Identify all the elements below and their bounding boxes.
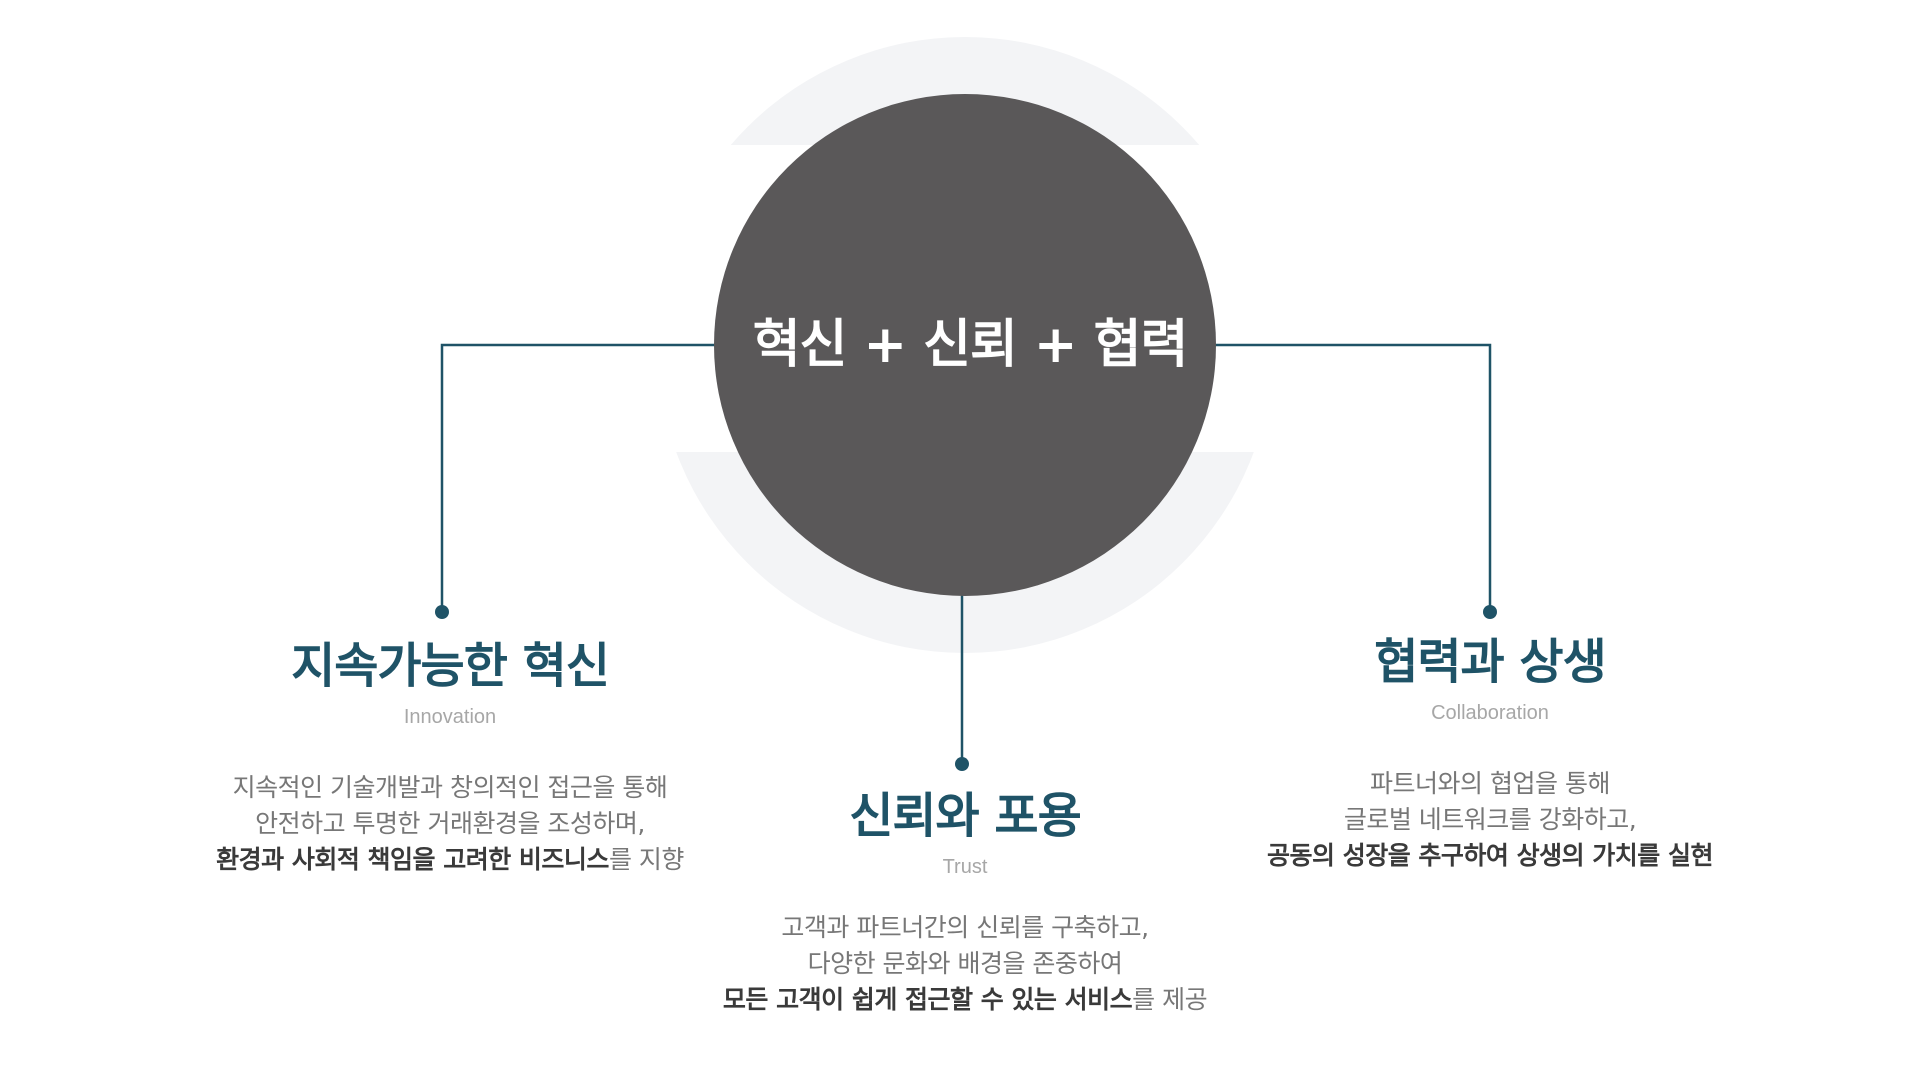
innovation-block: 지속가능한 혁신 Innovation 지속적인 기술개발과 창의적인 접근을 … xyxy=(130,636,770,878)
trust-desc-line-2: 다양한 문화와 배경을 존중하여 xyxy=(807,949,1123,978)
innovation-desc-line-3: 환경과 사회적 책임을 고려한 비즈니스를 지향 xyxy=(130,842,770,878)
trust-desc-line-3: 모든 고객이 쉽게 접근할 수 있는 서비스를 제공 xyxy=(665,982,1265,1018)
dot-innovation xyxy=(435,605,449,619)
trust-desc-tail: 를 제공 xyxy=(1132,985,1208,1014)
trust-title: 신뢰와 포용 xyxy=(849,788,1082,844)
trust-description: 고객과 파트너간의 신뢰를 구축하고, 다양한 문화와 배경을 존중하여 모든 … xyxy=(665,910,1265,1018)
collaboration-desc-line-2: 글로벌 네트워크를 강화하고, xyxy=(1343,805,1637,834)
collaboration-desc-emphasis: 공동의 성장을 추구하여 상생의 가치를 실현 xyxy=(1266,841,1714,870)
connectors xyxy=(440,343,1492,764)
trust-subtitle: Trust xyxy=(942,856,988,878)
innovation-desc-tail: 를 지향 xyxy=(608,845,684,874)
ring-top-arc xyxy=(730,37,1200,145)
collaboration-description: 파트너와의 협업을 통해 글로벌 네트워크를 강화하고, 공동의 성장을 추구하… xyxy=(1180,766,1800,874)
innovation-subtitle: Innovation xyxy=(403,706,497,728)
innovation-title: 지속가능한 혁신 xyxy=(291,638,610,694)
innovation-desc-line-1: 지속적인 기술개발과 창의적인 접근을 통해 xyxy=(232,773,668,802)
core-circle xyxy=(714,94,1216,596)
connector-dots xyxy=(435,605,1497,771)
trust-desc-line-1: 고객과 파트너간의 신뢰를 구축하고, xyxy=(781,913,1149,942)
collaboration-title: 협력과 상생 xyxy=(1374,634,1607,690)
core-label: 혁신 + 신뢰 + 협력 xyxy=(752,315,1189,375)
innovation-desc-line-2: 안전하고 투명한 거래환경을 조성하며, xyxy=(255,809,645,838)
dot-collaboration xyxy=(1483,605,1497,619)
collaboration-subtitle: Collaboration xyxy=(1431,702,1549,724)
connector-innovation xyxy=(440,343,720,612)
innovation-description: 지속적인 기술개발과 창의적인 접근을 통해 안전하고 투명한 거래환경을 조성… xyxy=(130,770,770,878)
innovation-desc-emphasis: 환경과 사회적 책임을 고려한 비즈니스 xyxy=(216,845,609,874)
collaboration-block: 협력과 상생 Collaboration 파트너와의 협업을 통해 글로벌 네트… xyxy=(1180,632,1800,874)
trust-desc-emphasis: 모든 고객이 쉽게 접근할 수 있는 서비스 xyxy=(722,985,1133,1014)
dot-trust xyxy=(955,757,969,771)
collaboration-desc-line-1: 파트너와의 협업을 통해 xyxy=(1370,769,1610,798)
connector-collaboration xyxy=(1210,343,1492,612)
trust-block: 신뢰와 포용 Trust 고객과 파트너간의 신뢰를 구축하고, 다양한 문화와… xyxy=(665,786,1265,1018)
